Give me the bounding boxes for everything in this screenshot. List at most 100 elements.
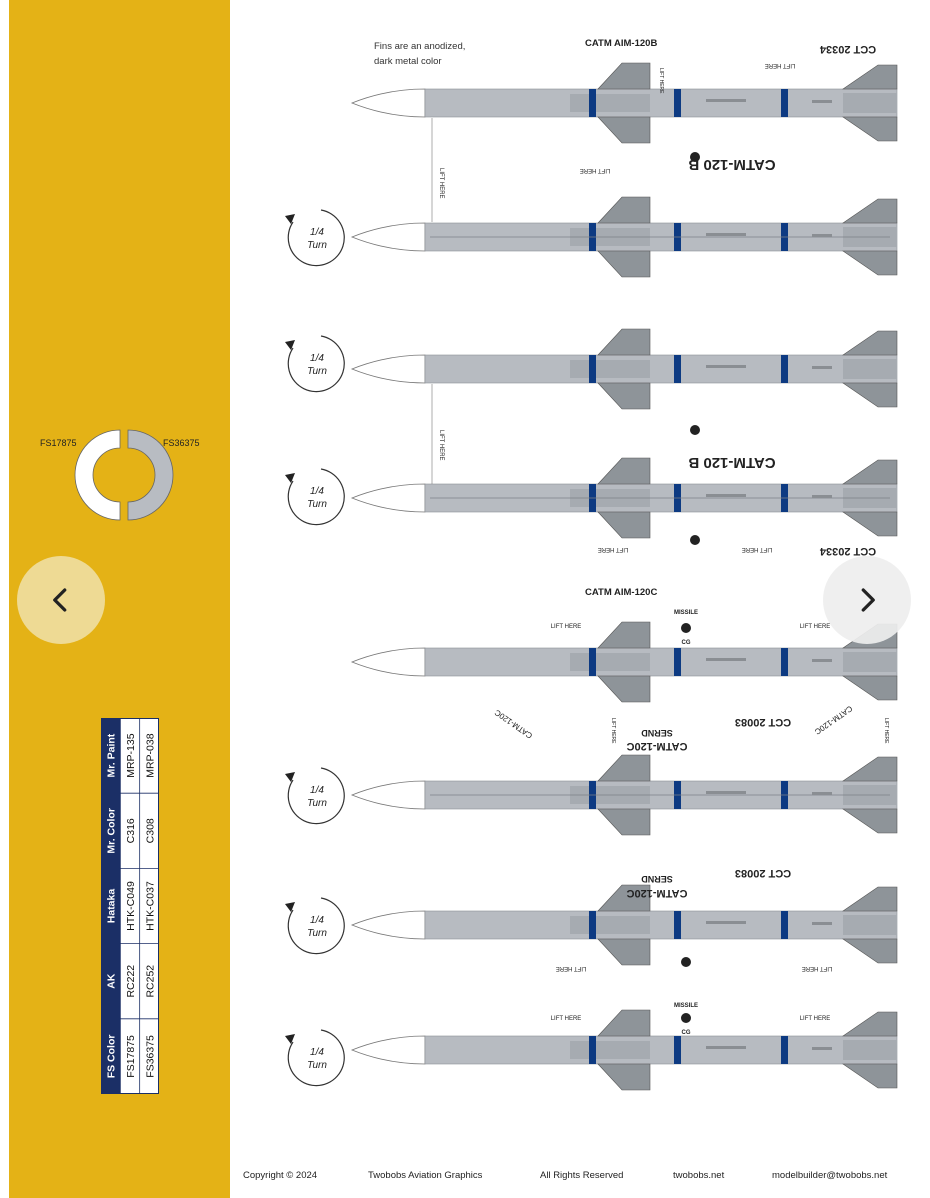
lift-here-label: LIFT HERE — [658, 68, 664, 94]
tiny-print — [812, 922, 832, 925]
turn-arc — [287, 468, 345, 526]
blue-band — [589, 911, 596, 939]
missile-label: MISSILE — [674, 610, 698, 616]
chevron-left-icon — [53, 588, 67, 612]
blue-band — [589, 89, 596, 117]
lift-here-label: LIFT HERE — [742, 546, 773, 552]
sernd-label: SERND — [641, 874, 673, 884]
rear-fin-root — [843, 359, 897, 379]
next-image-button[interactable] — [823, 556, 911, 644]
cct-label: CCT 20334 — [819, 43, 876, 55]
forward-fin-bottom — [597, 675, 651, 703]
missile — [350, 62, 898, 144]
catm-label: CATM-120 B — [688, 454, 775, 471]
turn-arc — [287, 209, 345, 267]
rear-fin-bottom — [842, 808, 898, 834]
missile — [350, 621, 898, 703]
table-cell: C308 — [144, 818, 156, 843]
table-header-cell: FS Color — [106, 1035, 118, 1079]
table-cell: RC222 — [125, 965, 137, 998]
tiny-print — [812, 495, 832, 498]
footer-company: Twobobs Aviation Graphics — [368, 1170, 483, 1181]
tiny-print — [812, 100, 832, 103]
blue-band — [674, 648, 681, 676]
rear-fin-bottom — [842, 938, 898, 964]
blue-band — [781, 648, 788, 676]
tiny-print — [706, 1046, 746, 1049]
rear-fin-top — [842, 756, 898, 782]
fin-root — [570, 916, 650, 934]
rear-fin-bottom — [842, 116, 898, 142]
missile — [350, 328, 898, 410]
table-cell: HTK-C037 — [144, 881, 156, 931]
lift-here-label: LIFT HERE — [551, 1016, 582, 1022]
forward-fin-top — [597, 196, 651, 224]
tiny-print — [812, 1047, 832, 1050]
turn-arc — [287, 335, 345, 393]
turn-arrowhead — [285, 340, 295, 350]
turn-label-bottom: Turn — [307, 240, 327, 251]
table-cell: FS36375 — [144, 1035, 156, 1078]
sernd-label: SERND — [641, 728, 673, 738]
table-header-cell: AK — [106, 973, 118, 989]
blue-band — [674, 911, 681, 939]
missile-label: MISSILE — [674, 1003, 698, 1009]
cg-marker — [681, 1013, 691, 1023]
tiny-print — [706, 365, 746, 368]
blue-band — [589, 355, 596, 383]
previous-image-button[interactable] — [17, 556, 105, 644]
rear-fin-root — [843, 652, 897, 672]
turn-label-top: 1/4 — [310, 227, 324, 238]
blue-band — [781, 1036, 788, 1064]
forward-fin-bottom — [597, 250, 651, 278]
lift-here-label: LIFT HERE — [438, 430, 444, 461]
footer-site-link[interactable]: twobobs.net — [673, 1170, 725, 1181]
header-aim120c: CATM AIM-120C — [585, 587, 658, 598]
turn-label-top: 1/4 — [310, 486, 324, 497]
fins-note: Fins are an anodized, dark metal color — [374, 39, 465, 69]
table-cell: C316 — [125, 818, 137, 843]
forward-fin-top — [597, 457, 651, 485]
catm-angled-label: CATM-120C — [493, 708, 534, 741]
lift-here-label: LIFT HERE — [800, 1016, 831, 1022]
missile — [350, 196, 898, 278]
page-edge — [0, 0, 9, 1198]
swatch-white — [74, 429, 121, 521]
lift-here-label: LIFT HERE — [802, 965, 833, 971]
missile — [350, 457, 898, 539]
blue-band — [781, 355, 788, 383]
footer-rights: All Rights Reserved — [540, 1170, 624, 1181]
forward-fin-bottom — [597, 938, 651, 966]
rear-fin-bottom — [842, 675, 898, 701]
rear-fin-top — [842, 1011, 898, 1037]
catm-angled-label: CATM-120C — [813, 704, 854, 737]
chevron-right-icon — [861, 588, 875, 612]
turn-label-bottom: Turn — [307, 928, 327, 939]
turn-arc — [287, 897, 345, 955]
fin-root — [570, 360, 650, 378]
tiny-print — [706, 233, 746, 236]
turn-arrowhead — [285, 772, 295, 782]
missile-nose — [350, 1035, 426, 1065]
fins-note-line1: Fins are an anodized, — [374, 41, 466, 52]
turn-arrowhead — [285, 473, 295, 483]
missile-nose — [350, 647, 426, 677]
tiny-print — [706, 791, 746, 794]
table-cell: MRP-135 — [125, 733, 137, 778]
missile — [350, 884, 898, 966]
turn-arrowhead — [285, 902, 295, 912]
table-header-cell: Hataka — [106, 889, 118, 924]
tiny-print — [706, 494, 746, 497]
footer-email-link[interactable]: modelbuilder@twobobs.net — [772, 1170, 888, 1181]
lift-here-label: LIFT HERE — [883, 718, 889, 744]
turn-arrowhead — [285, 214, 295, 224]
tiny-print — [706, 658, 746, 661]
